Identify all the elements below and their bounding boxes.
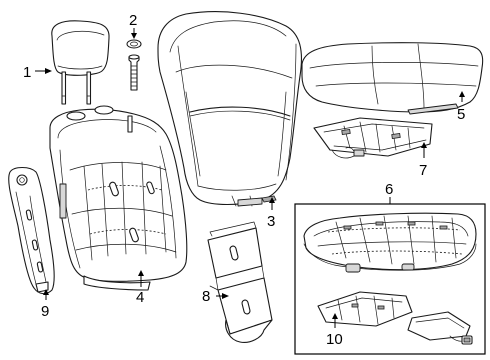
callout-10: 10 bbox=[326, 331, 343, 348]
seat-back-frame bbox=[49, 105, 188, 291]
callout-6: 6 bbox=[385, 181, 393, 198]
callout-8: 8 bbox=[202, 288, 210, 305]
seat-back-cover bbox=[157, 11, 303, 207]
callout-1: 1 bbox=[23, 64, 31, 81]
cushion-heater-module bbox=[317, 291, 473, 345]
side-shield bbox=[8, 166, 55, 295]
callout-7: 7 bbox=[419, 162, 427, 179]
callout-leaders bbox=[35, 28, 465, 328]
callout-9: 9 bbox=[41, 303, 49, 320]
callout-4: 4 bbox=[136, 289, 144, 306]
seat-cushion-cover bbox=[301, 42, 484, 115]
headrest-guide bbox=[126, 39, 142, 91]
callout-5: 5 bbox=[457, 106, 465, 123]
lumbar-support bbox=[207, 221, 273, 343]
cushion-heater bbox=[313, 117, 433, 159]
callout-2: 2 bbox=[129, 12, 137, 29]
cushion-assembly-box bbox=[294, 203, 486, 355]
callout-3: 3 bbox=[267, 213, 275, 230]
headrest bbox=[51, 20, 110, 105]
callout-labels: 1 2 3 4 5 6 7 8 9 10 bbox=[23, 12, 465, 348]
